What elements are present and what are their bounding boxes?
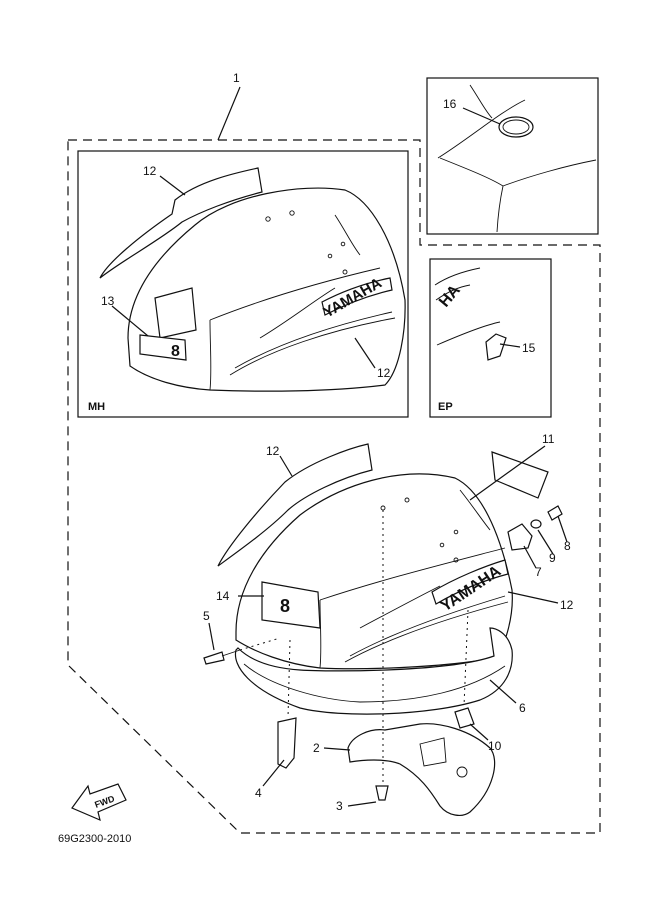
main-emblem-number: 8 bbox=[280, 596, 290, 616]
guide-rivet-5 bbox=[239, 637, 281, 651]
inset-ep-frame bbox=[429, 258, 552, 418]
leader-12-mh-top bbox=[159, 175, 186, 196]
ep-brand-fragment: HA bbox=[436, 282, 464, 311]
callout-5: 5 bbox=[203, 609, 210, 623]
callout-2: 2 bbox=[313, 741, 320, 755]
washer-9 bbox=[530, 519, 542, 529]
callout-3: 3 bbox=[336, 799, 343, 813]
callout-14: 14 bbox=[216, 589, 230, 603]
leader-7 bbox=[523, 545, 537, 569]
leader-15-ep bbox=[499, 343, 521, 348]
callout-11: 11 bbox=[542, 432, 555, 446]
screw-8 bbox=[547, 505, 563, 521]
mh-emblem-number: 8 bbox=[171, 343, 180, 360]
leader-5 bbox=[208, 622, 215, 651]
bottom-seal bbox=[234, 627, 513, 715]
leader-13-mh bbox=[111, 305, 149, 337]
callout-12-main-side: 12 bbox=[560, 598, 574, 612]
leader-3 bbox=[347, 801, 377, 807]
leader-1 bbox=[217, 86, 241, 141]
screw-3 bbox=[375, 785, 389, 801]
inset-mh-cowling bbox=[99, 167, 406, 392]
handle-2 bbox=[347, 723, 496, 816]
drawing-code: 69G2300-2010 bbox=[58, 833, 131, 845]
inset-mh-label: MH bbox=[88, 401, 105, 413]
callout-13-mh: 13 bbox=[101, 294, 115, 308]
leader-11 bbox=[469, 445, 546, 501]
guide-grommet-10 bbox=[463, 609, 469, 707]
callout-8: 8 bbox=[564, 539, 571, 553]
callout-9: 9 bbox=[549, 551, 556, 565]
leader-2 bbox=[323, 747, 351, 751]
main-cowling bbox=[217, 443, 549, 670]
callout-4: 4 bbox=[255, 786, 262, 800]
grommet-10 bbox=[454, 707, 475, 729]
assembly-boundary-dashed bbox=[67, 139, 601, 834]
clip-7 bbox=[507, 523, 533, 551]
callout-1: 1 bbox=[233, 71, 240, 85]
rivet-5 bbox=[203, 649, 241, 665]
leader-9 bbox=[537, 529, 554, 555]
callout-16: 16 bbox=[443, 97, 457, 111]
leader-10 bbox=[469, 723, 489, 741]
leader-8 bbox=[557, 515, 568, 543]
callout-12-main-top: 12 bbox=[266, 444, 280, 458]
callout-7: 7 bbox=[535, 565, 542, 579]
leader-12-main-top bbox=[279, 455, 293, 477]
inset-top-frame bbox=[426, 77, 599, 235]
leader-12-main-side bbox=[507, 591, 559, 604]
leader-12-mh-side bbox=[354, 337, 376, 369]
callout-10: 10 bbox=[488, 739, 502, 753]
leader-6 bbox=[489, 679, 517, 704]
fwd-arrow-icon bbox=[71, 783, 127, 822]
inset-mh-frame bbox=[77, 150, 409, 418]
callout-12-mh-side: 12 bbox=[377, 366, 391, 380]
callout-6: 6 bbox=[519, 701, 526, 715]
bracket-4 bbox=[277, 717, 297, 769]
inset-ep-drawing bbox=[434, 267, 507, 361]
callout-12-mh-top: 12 bbox=[143, 164, 157, 178]
leader-4 bbox=[262, 759, 285, 787]
callout-15-ep: 15 bbox=[522, 341, 536, 355]
inset-ep-label: EP bbox=[438, 401, 453, 413]
inset-top-drawing bbox=[437, 84, 597, 233]
guide-bracket-4 bbox=[287, 639, 291, 719]
leader-16 bbox=[462, 107, 501, 125]
